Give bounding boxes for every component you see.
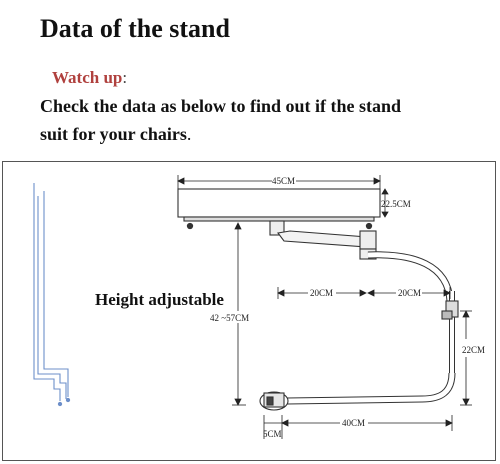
base-length-label: 40CM	[342, 418, 365, 428]
height-adjustable-label: Height adjustable	[95, 290, 224, 309]
height-range-label: 42 ~57CM	[210, 313, 249, 323]
vertical-right-label: 22CM	[462, 345, 485, 355]
instruction-line-2-text: suit for your chairs	[40, 124, 187, 144]
stand-arm-illustration	[259, 220, 459, 411]
watch-up-colon: :	[122, 68, 128, 87]
diagram-frame	[2, 161, 496, 461]
dimension-lines	[177, 175, 472, 439]
arm-left-label: 20CM	[310, 288, 333, 298]
base-foot-label: 5CM	[263, 429, 282, 439]
page-title: Data of the stand	[40, 14, 230, 43]
watch-up-text: Watch up	[52, 68, 123, 87]
instruction-line-2-end: .	[186, 124, 192, 144]
watch-up-label: Watch up:	[52, 68, 127, 88]
stand-dimension-diagram: 45CM 22.5CM Height adjustable 42 ~57CM 2…	[2, 161, 496, 461]
instruction-line-1: Check the data as below to find out if t…	[40, 96, 402, 116]
thickness-label: 22.5CM	[381, 199, 411, 209]
width-top-label: 45CM	[272, 176, 295, 186]
instruction-line-2: suit for your chairs.	[40, 124, 191, 145]
arm-right-label: 20CM	[398, 288, 421, 298]
wire-schematic	[33, 183, 71, 407]
